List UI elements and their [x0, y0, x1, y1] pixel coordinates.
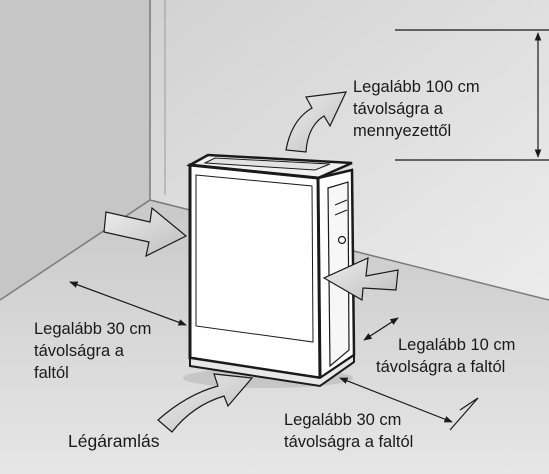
air-purifier — [183, 153, 356, 388]
side-wall-clearance-label: Legalább 10 cm távolságra a faltól — [376, 334, 515, 378]
dimension-arrow-icon — [363, 317, 399, 341]
back-clearance-dimension — [339, 377, 479, 431]
ceiling-clearance-line-3: mennyezettől — [353, 122, 452, 140]
left-wall-clearance-line-3: faltól — [34, 364, 69, 382]
airflow-arrow-icon — [285, 91, 348, 153]
back-wall-clearance-label: Legalább 30 cm távolságra a faltól — [284, 409, 413, 453]
dimension-arrow-icon — [69, 281, 187, 326]
airflow-arrow-icon — [103, 206, 188, 258]
airflow-label: Légáramlás — [68, 431, 160, 451]
ceiling-dimension — [395, 29, 549, 161]
side-wall-clearance-line-1: Legalább 10 cm — [398, 336, 516, 354]
ceiling-clearance-label: Legalább 100 cm távolságra a mennyezettő… — [353, 76, 480, 142]
ceiling-clearance-line-2: távolságra a — [353, 100, 443, 118]
back-wall-clearance-line-1: Legalább 30 cm — [284, 411, 402, 429]
ceiling-clearance-line-1: Legalább 100 cm — [353, 78, 480, 96]
airflow-arrow-icon — [322, 257, 399, 301]
left-clearance-dimension — [69, 281, 187, 326]
back-wall-clearance-line-2: távolságra a faltól — [284, 433, 414, 451]
side-clearance-dimension — [363, 317, 399, 341]
dimension-arrow-icon — [339, 377, 453, 423]
left-wall-clearance-line-2: távolságra a — [34, 342, 124, 360]
side-wall-clearance-line-2: távolságra a faltól — [376, 358, 506, 376]
left-wall-clearance-label: Legalább 30 cm távolságra a faltól — [34, 318, 151, 384]
left-wall-clearance-line-1: Legalább 30 cm — [34, 320, 152, 338]
airflow-arrow-icon — [157, 373, 254, 433]
